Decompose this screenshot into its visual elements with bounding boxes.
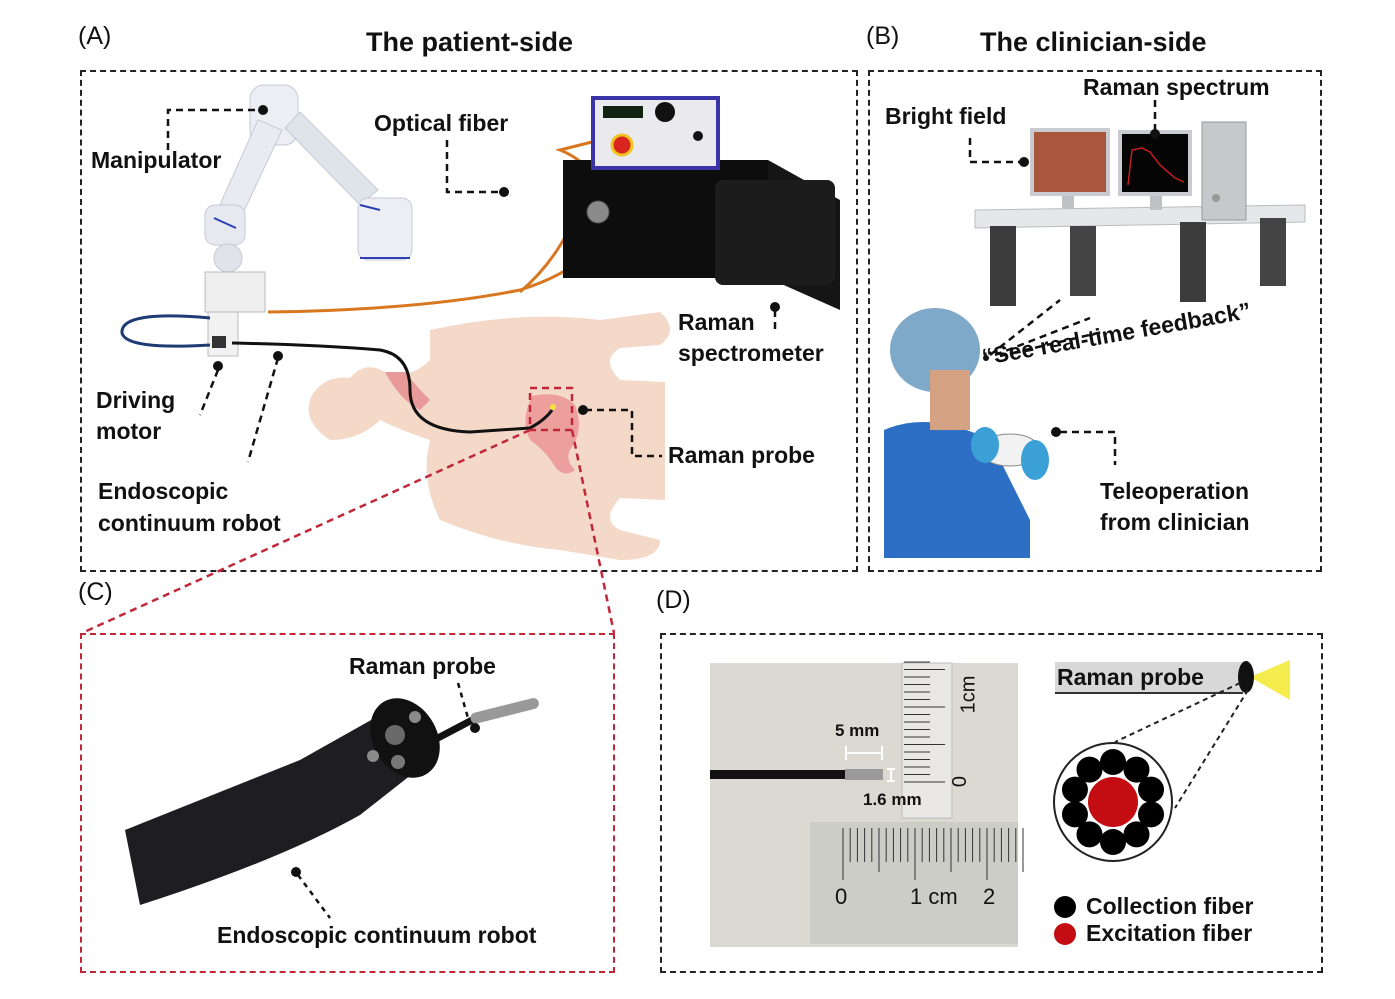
label-raman-probe: Raman probe: [668, 442, 815, 468]
zoom-indicator: [81, 386, 616, 635]
label-endoscopic-robot-line1: Endoscopic: [98, 478, 229, 504]
label-optical-fiber: Optical fiber: [374, 110, 509, 136]
manipulator-arm: [204, 84, 413, 357]
collection-fiber: [1138, 801, 1165, 828]
clinician-photo: [884, 308, 1052, 558]
label-endoscopic-robot-line2: continuum robot: [98, 510, 281, 536]
panel-b-title: The clinician-side: [980, 27, 1207, 57]
dimension-length: 5 mm: [835, 721, 880, 740]
panel-a-letter: (A): [78, 22, 112, 50]
panel-b-letter: (B): [866, 22, 900, 50]
legend-excitation-label: Excitation fiber: [1086, 920, 1253, 946]
light-cone: [1250, 660, 1290, 700]
probe-schematic-body: [1055, 662, 1243, 694]
bright-field-monitor: [1030, 128, 1110, 208]
legend-collection-label: Collection fiber: [1086, 893, 1254, 919]
computer-tower: [1201, 121, 1247, 221]
collection-fiber: [1076, 756, 1103, 783]
label-teleoperation-line2: from clinician: [1100, 509, 1250, 535]
raman-spectrum-monitor: [1118, 130, 1192, 210]
probe-shaft: [710, 770, 845, 779]
blue-cable: [120, 314, 211, 348]
fiber-legend: Collection fiber Excitation fiber: [1054, 893, 1253, 947]
collection-fiber: [1123, 821, 1150, 848]
collection-fiber: [1138, 776, 1165, 803]
label-raman-spectrum: Raman spectrum: [1083, 74, 1270, 100]
vertical-ruler-ticks: [904, 661, 945, 783]
panel-b-frame: [868, 70, 1322, 572]
label-manipulator: Manipulator: [91, 147, 222, 173]
panel-d-frame: [660, 633, 1323, 973]
ruler-horizontal-two: 2: [983, 884, 996, 909]
raman-spectrometer-device: [563, 96, 840, 310]
probe-tip-end: [1238, 661, 1254, 693]
panel-c-leaders: [296, 682, 472, 919]
legend-excitation-fiber: Excitation fiber: [1054, 920, 1253, 947]
collection-fiber: [1061, 776, 1088, 803]
excitation-fiber-swatch: [1054, 922, 1076, 945]
label-driving-motor-line2: motor: [96, 418, 162, 444]
collection-fiber: [1061, 801, 1088, 828]
panel-c-frame: [80, 633, 615, 973]
label-raman-spectrometer-line1: Raman: [678, 309, 755, 335]
label-bright-field: Bright field: [885, 103, 1007, 129]
label-c-raman-probe: Raman probe: [349, 653, 496, 679]
collection-fiber-swatch: [1054, 895, 1076, 918]
collection-fiber: [1076, 821, 1103, 848]
dimension-markers: [845, 746, 895, 782]
panel-a-title: The patient-side: [366, 27, 574, 57]
collection-fiber: [1123, 756, 1150, 783]
panel-c-letter: (C): [78, 578, 113, 606]
label-teleoperation-line1: Teleoperation: [1100, 478, 1250, 504]
probe-tip: [845, 769, 883, 780]
patient-illustration: [308, 312, 670, 560]
legend-collection-fiber: Collection fiber: [1054, 893, 1253, 920]
collection-fiber: [1100, 749, 1126, 775]
label-c-endoscopic-robot: Endoscopic continuum robot: [217, 922, 537, 948]
endoscope-photo: [125, 698, 539, 905]
excitation-fiber: [1088, 777, 1138, 827]
panel-a-frame: [80, 70, 858, 572]
label-driving-motor-line1: Driving: [96, 387, 176, 413]
label-raman-spectrometer-line2: spectrometer: [678, 340, 824, 366]
endoscope-cable: [231, 341, 554, 434]
ruler-horizontal-cm: 1 cm: [910, 884, 958, 909]
collection-fiber: [1100, 829, 1126, 855]
panel-d-letter: (D): [656, 586, 691, 614]
panel-b-leaders: [968, 100, 1157, 465]
horizontal-ruler-ticks: [842, 828, 1024, 880]
panel-a-leaders: [166, 108, 777, 463]
ruler-horizontal-zero: 0: [835, 884, 848, 909]
probe-schematic-label: Raman probe: [1057, 664, 1204, 690]
dimension-diameter: 1.6 mm: [863, 790, 922, 809]
